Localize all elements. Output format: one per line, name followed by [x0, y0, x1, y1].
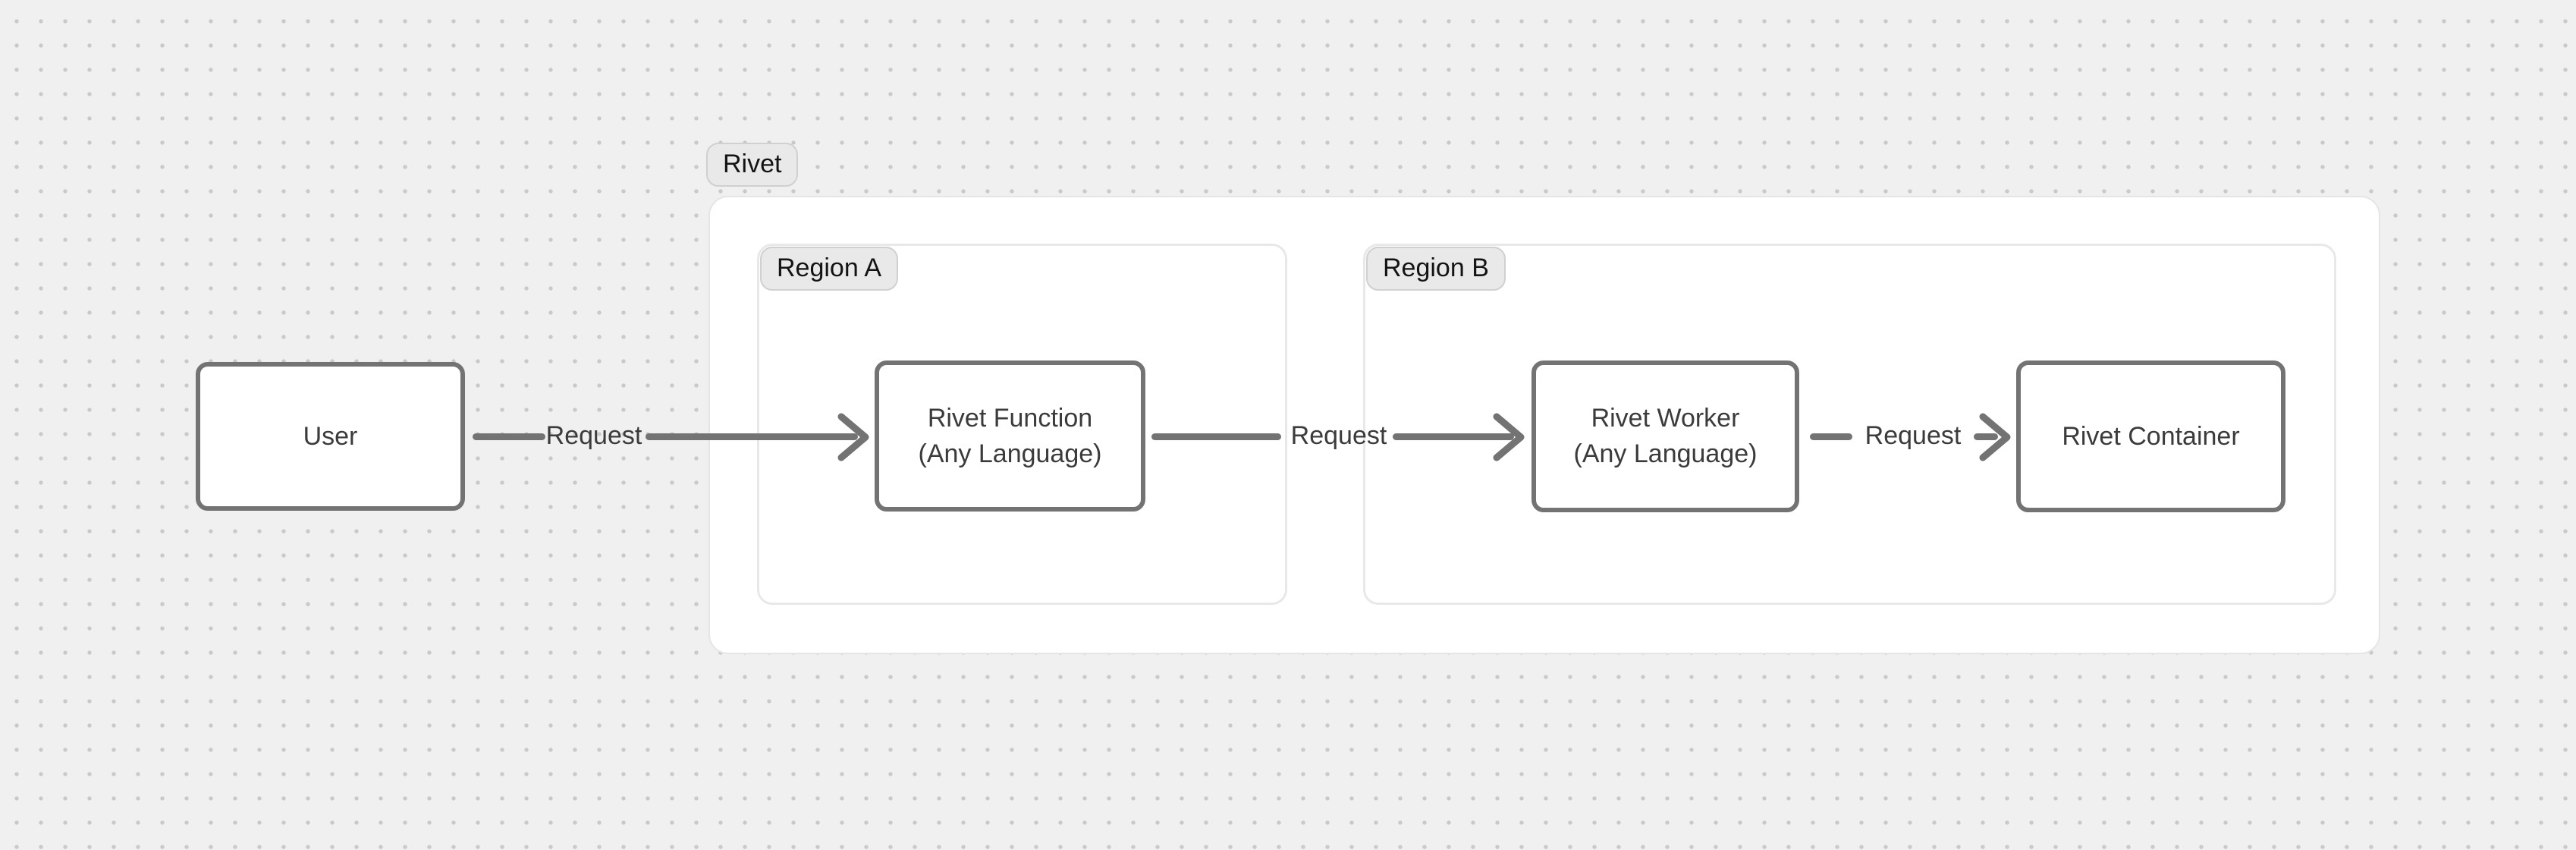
edge-line: [473, 433, 545, 440]
node-rivet-worker: Rivet Worker (Any Language): [1531, 360, 1799, 512]
node-rivet-worker-sublabel: (Any Language): [1573, 439, 1758, 468]
arrowhead-icon: [837, 413, 869, 461]
node-user: User: [196, 362, 465, 511]
node-rivet-function: Rivet Function (Any Language): [875, 360, 1145, 512]
edge-line: [1393, 433, 1514, 440]
node-rivet-container: Rivet Container: [2016, 360, 2285, 512]
region-a-badge: Region A: [760, 247, 898, 291]
node-user-label: User: [303, 421, 358, 451]
node-rivet-container-label: Rivet Container: [2062, 421, 2240, 451]
edge-line: [1974, 433, 1998, 440]
edge-worker-to-container: Request: [1799, 412, 2011, 462]
region-b-badge: Region B: [1366, 247, 1506, 291]
arrowhead-icon: [1979, 413, 2011, 461]
node-rivet-function-label: Rivet Function: [927, 403, 1093, 433]
edge-line: [1151, 433, 1281, 440]
node-rivet-function-sublabel: (Any Language): [918, 439, 1102, 468]
edge-function-to-worker: Request: [1145, 412, 1525, 462]
edge-function-to-worker-label: Request: [1290, 420, 1387, 450]
edge-user-to-function-label: Request: [545, 420, 642, 450]
rivet-group-badge: Rivet: [706, 143, 799, 187]
arrowhead-icon: [1493, 413, 1525, 461]
edge-line: [646, 433, 858, 440]
edge-user-to-function: Request: [465, 412, 869, 462]
node-rivet-worker-label: Rivet Worker: [1591, 404, 1740, 433]
edge-worker-to-container-label: Request: [1864, 420, 1962, 450]
edge-line: [1810, 433, 1852, 440]
